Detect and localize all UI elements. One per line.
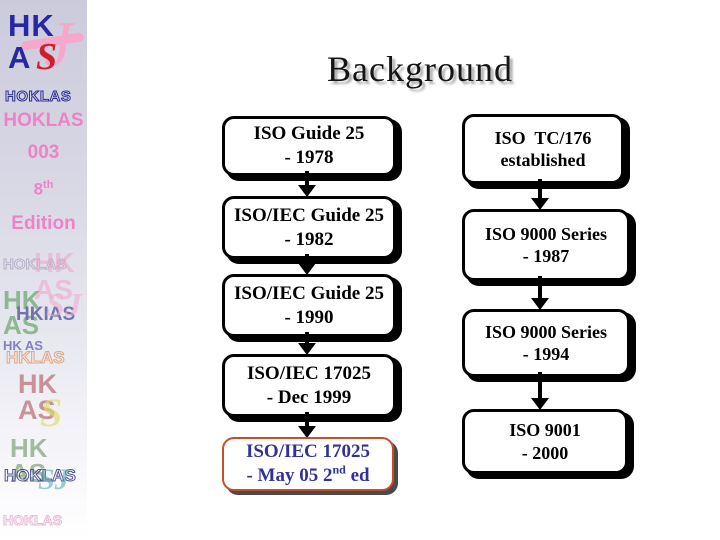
line2-text: established [500, 150, 586, 170]
flow-box: ISO/IEC Guide 25 - 1990 [222, 274, 396, 337]
flow-box: ISO/IEC 17025 - Dec 1999 [222, 354, 396, 417]
line2-text: - May 05 2 [246, 465, 333, 486]
flow-box-line2: - Dec 1999 [267, 386, 351, 410]
logo-letter-s: S [36, 36, 58, 78]
flow-box-line1: ISO/IEC 17025 [246, 362, 372, 384]
watermark-logo: HK AS [18, 369, 57, 425]
line2-text: - Dec 1999 [266, 386, 352, 408]
arrow-down-icon [531, 276, 549, 310]
watermark-logo: HK AS [3, 285, 41, 340]
watermark-logo: S [40, 390, 63, 435]
watermark-logo: SJ [46, 287, 82, 324]
watermark-logo: HOKLAS [2, 512, 63, 528]
edition-number: 8 [33, 179, 44, 199]
flow-box-line1: ISO/IEC 17025 [245, 441, 371, 463]
publication-edition-word: Edition [11, 212, 76, 234]
arrow-down-icon [298, 332, 316, 355]
edition-suffix: th [43, 179, 54, 191]
watermark-logo: SJ [38, 463, 70, 496]
line2-text: - 1978 [284, 147, 334, 168]
line2-tail: ed [345, 465, 370, 486]
flow-box-line1: ISO 9000 Series [484, 321, 607, 342]
hoklas-logo: HK A J S HOKLAS [0, 4, 87, 106]
line2-text: - 1987 [522, 246, 570, 266]
flow-box-line2: - 1987 [523, 245, 570, 268]
flow-box: ISO 9001 - 2000 [462, 409, 628, 474]
flow-box: ISO TC/176 established [462, 114, 624, 184]
arrow-down-icon [298, 412, 316, 438]
flow-box-line1: ISO/IEC Guide 25 [234, 282, 384, 304]
arrow-down-icon [531, 372, 549, 410]
watermark-logo: HKIAS [16, 304, 76, 325]
flow-box-line2: - 2000 [522, 442, 569, 465]
flow-box-line1: ISO/IEC Guide 25 [234, 204, 384, 226]
flow-box-line1: ISO 9000 Series [484, 223, 607, 244]
flow-box-line2: - 1990 [284, 306, 333, 330]
logo-wordmark: HOKLAS [4, 88, 72, 106]
publication-name: HOKLAS [3, 110, 84, 131]
line2-text: - 1994 [522, 344, 570, 364]
watermark-logo: HOKLAS [2, 256, 67, 273]
watermark-logo: HKLAS [6, 348, 66, 367]
logo-letters-hk: HK [8, 8, 55, 43]
flow-box-highlighted: ISO/IEC 17025 - May 05 2nd ed [222, 437, 394, 491]
sidebar: HK A J S HOKLAS HOKLAS 003 8th Edition H… [0, 0, 87, 540]
flow-box-line2: - May 05 2nd ed [246, 464, 369, 488]
flow-box: ISO/IEC Guide 25 - 1982 [222, 196, 396, 259]
slide-title: Background [327, 49, 513, 89]
flow-box-line2: established [500, 149, 585, 172]
publication-number: 003 [27, 142, 60, 163]
flow-box: ISO 9000 Series - 1994 [462, 309, 630, 377]
flow-box-line2: - 1982 [284, 228, 333, 252]
flow-box-line2: - 1978 [284, 146, 333, 170]
watermark-logo: HK AS [10, 433, 48, 488]
line2-text: - 1990 [284, 306, 334, 328]
flow-box-line1: ISO Guide 25 [253, 123, 365, 145]
watermark-logo: HK AS [3, 338, 43, 353]
line2-text: - 1982 [284, 228, 334, 250]
arrow-down-icon [531, 179, 549, 210]
line2-superscript: nd [332, 462, 346, 477]
flow-box-line2: - 1994 [523, 343, 570, 366]
publication-label: HOKLAS 003 8th Edition [0, 110, 87, 235]
flow-box-line1: ISO TC/176 [494, 127, 592, 148]
watermark-logo: HOKLAS [4, 466, 77, 485]
flow-box: ISO Guide 25 - 1978 [222, 116, 396, 176]
publication-edition: 8th [0, 179, 87, 200]
flow-box-line1: ISO 9001 [509, 420, 581, 440]
arrow-down-icon [298, 171, 316, 197]
flow-box: ISO 9000 Series - 1987 [462, 209, 630, 281]
line2-text: - 2000 [521, 442, 569, 463]
arrow-down-icon [298, 254, 316, 275]
logo-letter-j: J [44, 8, 73, 79]
watermark-logo: HK AS [34, 247, 75, 305]
